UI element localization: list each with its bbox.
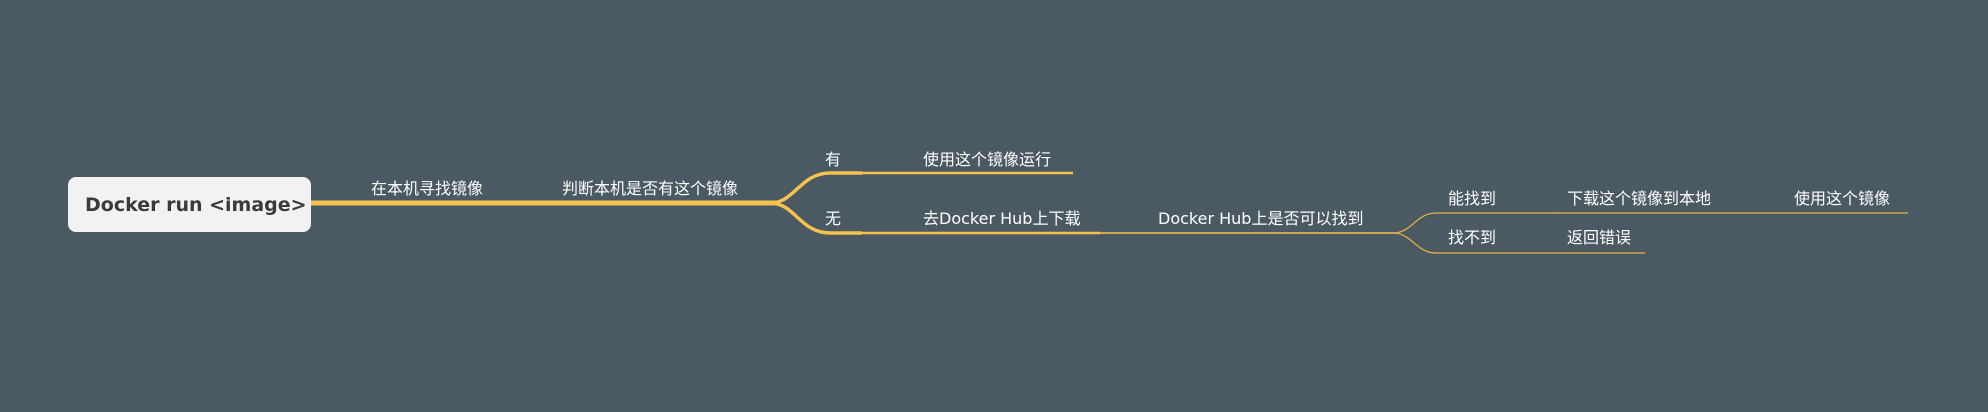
branch-to-no: [769, 201, 862, 235]
node-yes[interactable]: 有: [825, 150, 842, 169]
node-check-local[interactable]: 判断本机是否有这个镜像: [562, 179, 739, 198]
node-use-this-image[interactable]: 使用这个镜像: [1794, 189, 1891, 208]
node-found[interactable]: 能找到: [1448, 189, 1497, 208]
root-node[interactable]: Docker run <image>: [68, 177, 311, 232]
branch-to-yes: [769, 171, 862, 205]
node-search-local[interactable]: 在本机寻找镜像: [371, 179, 484, 198]
node-no[interactable]: 无: [825, 209, 842, 228]
branch-to-not-found: [1392, 232, 1645, 254]
node-return-error[interactable]: 返回错误: [1567, 228, 1632, 247]
node-use-image[interactable]: 使用这个镜像运行: [923, 150, 1052, 169]
branch-to-found: [1392, 212, 1560, 234]
node-download-hub[interactable]: 去Docker Hub上下载: [923, 209, 1081, 228]
node-not-found[interactable]: 找不到: [1448, 228, 1497, 247]
node-download-local[interactable]: 下载这个镜像到本地: [1567, 189, 1712, 208]
node-hub-findable[interactable]: Docker Hub上是否可以找到: [1158, 209, 1364, 228]
